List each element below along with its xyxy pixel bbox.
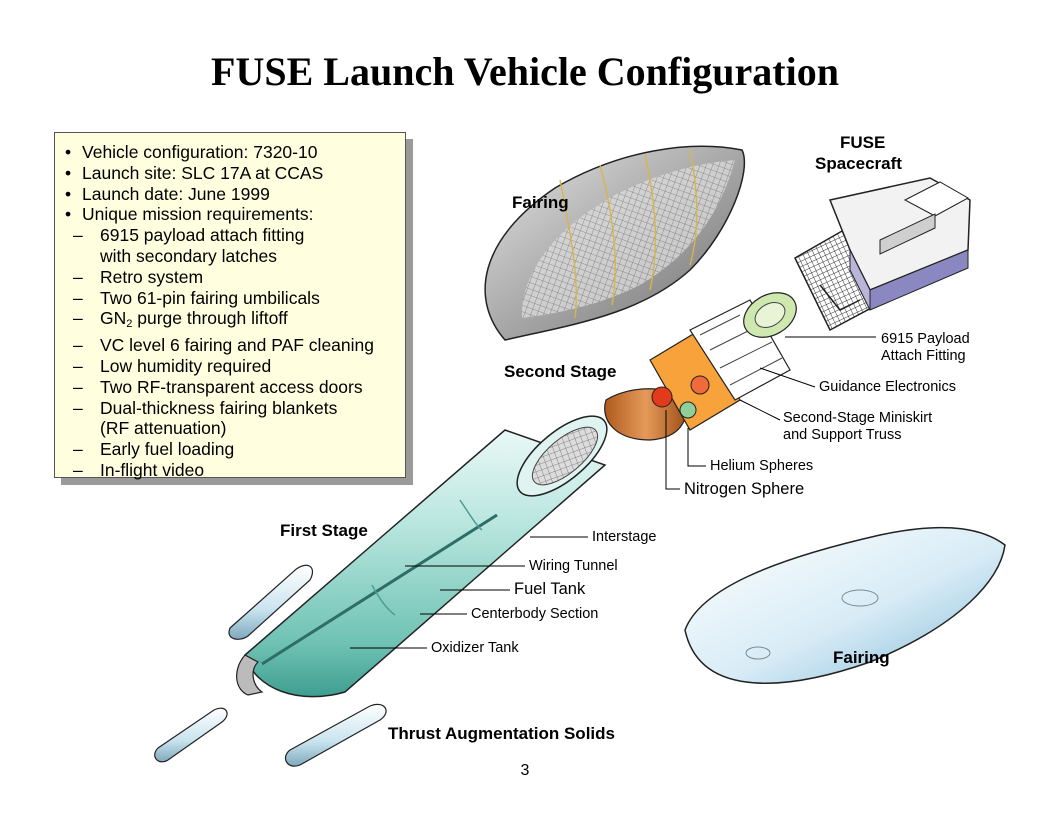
thrust-solids-drawing (154, 564, 387, 767)
label-miniskirt-1: Second-Stage Miniskirt (783, 410, 933, 426)
fuse-spacecraft-drawing (794, 177, 971, 332)
bullet-launch-site: Launch site: SLC 17A at CCAS (65, 163, 397, 184)
label-fuel-tank: Fuel Tank (514, 580, 586, 598)
req-fuel-loading: –Early fuel loading (73, 439, 235, 460)
req-access-doors: –Two RF-transparent access doors (73, 376, 363, 397)
label-fuse: FUSE (840, 133, 886, 152)
req-payload-fitting-cont: with secondary latches (100, 245, 278, 266)
leader-helium (687, 428, 706, 467)
fairing-bottom-drawing (684, 526, 1006, 684)
req-video: –In-flight video (73, 459, 205, 480)
leader-nitrogen (665, 410, 680, 490)
info-box: Vehicle configuration: 7320-10 Launch si… (54, 132, 406, 481)
label-interstage: Interstage (592, 529, 657, 545)
label-miniskirt-2: and Support Truss (783, 427, 902, 443)
page-number: 3 (520, 762, 530, 779)
label-fairing-top: Fairing (512, 193, 569, 212)
info-list: Vehicle configuration: 7320-10 Launch si… (65, 142, 397, 481)
fairing-top-drawing (484, 145, 746, 341)
leader-lines (350, 336, 876, 649)
leader-guidance (759, 367, 816, 388)
label-oxidizer: Oxidizer Tank (431, 640, 519, 656)
label-first-stage: First Stage (280, 521, 368, 540)
label-second-stage: Second Stage (504, 362, 617, 381)
label-fairing-bottom: Fairing (833, 648, 890, 667)
page-title: FUSE Launch Vehicle Configuration (211, 49, 839, 94)
bullet-mission-requirements: Unique mission requirements: (65, 204, 397, 225)
label-payload-fitting-1: 6915 Payload (881, 331, 970, 347)
label-thrust-solids: Thrust Augmentation Solids (388, 724, 615, 743)
first-stage-drawing (236, 415, 608, 698)
req-umbilicals: –Two 61-pin fairing umbilicals (73, 287, 320, 308)
leader-miniskirt (739, 399, 781, 421)
req-gn2-purge: –GN2 purge through liftoff (73, 308, 288, 331)
label-helium: Helium Spheres (710, 458, 814, 474)
req-payload-fitting: –6915 payload attach fitting (73, 225, 305, 246)
label-guidance: Guidance Electronics (819, 379, 957, 395)
req-retro: –Retro system (73, 266, 204, 287)
bullet-vehicle-config: Vehicle configuration: 7320-10 (65, 142, 397, 163)
req-humidity: –Low humidity required (73, 355, 272, 376)
req-blankets: –Dual-thickness fairing blankets (73, 397, 338, 418)
second-stage-drawing (604, 292, 797, 441)
label-centerbody: Centerbody Section (471, 606, 599, 622)
req-blankets-cont: (RF attenuation) (100, 418, 227, 439)
bullet-launch-date: Launch date: June 1999 (65, 184, 397, 205)
label-payload-fitting-2: Attach Fitting (881, 348, 966, 364)
label-nitrogen: Nitrogen Sphere (684, 480, 805, 498)
req-cleaning: –VC level 6 fairing and PAF cleaning (73, 335, 374, 356)
label-wiring-tunnel: Wiring Tunnel (529, 558, 618, 574)
label-spacecraft: Spacecraft (815, 154, 902, 173)
